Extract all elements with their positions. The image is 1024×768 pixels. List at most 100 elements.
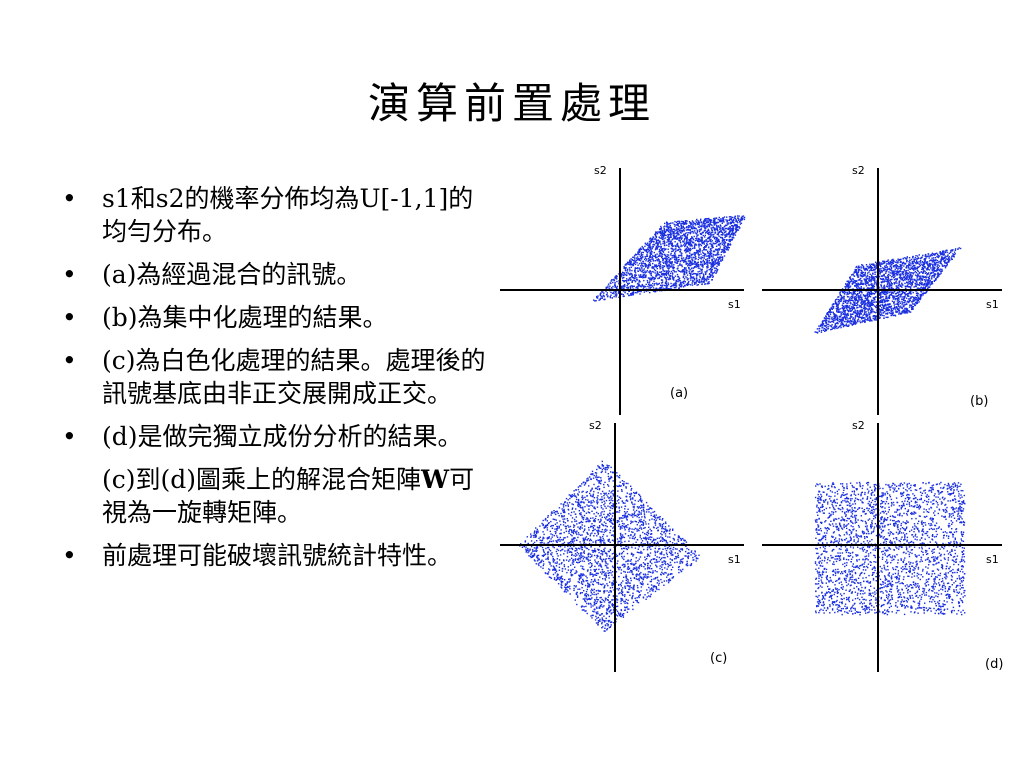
- data-point: [875, 311, 877, 314]
- data-point: [728, 219, 731, 221]
- data-point: [904, 279, 906, 281]
- data-point: [925, 276, 927, 278]
- data-point: [711, 234, 713, 236]
- data-point: [722, 221, 724, 223]
- data-point: [642, 265, 644, 267]
- data-point: [678, 226, 680, 228]
- data-point: [710, 267, 712, 270]
- data-point: [723, 232, 726, 234]
- data-point: [878, 276, 880, 278]
- data-point: [939, 273, 941, 276]
- data-point: [716, 269, 718, 271]
- data-point: [677, 228, 680, 230]
- data-point: [725, 235, 727, 238]
- data-point: [939, 251, 941, 253]
- data-point: [907, 267, 910, 269]
- data-point: [908, 282, 911, 285]
- data-point: [697, 234, 699, 236]
- data-point: [701, 224, 703, 226]
- data-point: [644, 264, 646, 266]
- data-point: [687, 250, 689, 253]
- data-point: [901, 264, 903, 266]
- data-point: [629, 286, 632, 289]
- data-point: [657, 255, 660, 258]
- data-point: [707, 255, 709, 257]
- data-point: [853, 271, 856, 273]
- data-point: [660, 286, 662, 289]
- data-point: [856, 302, 858, 305]
- data-point: [641, 245, 643, 248]
- data-point: [654, 254, 657, 256]
- data-point: [873, 315, 875, 317]
- data-point: [880, 286, 883, 288]
- data-point: [651, 258, 653, 260]
- data-point: [854, 295, 856, 298]
- data-point: [871, 299, 873, 301]
- data-point: [661, 282, 663, 284]
- data-point: [898, 310, 900, 312]
- data-point: [846, 300, 849, 302]
- data-point: [836, 311, 838, 313]
- data-point: [840, 297, 842, 299]
- data-point: [658, 282, 661, 285]
- data-point: [714, 232, 716, 234]
- data-point: [664, 257, 666, 260]
- data-point: [918, 287, 920, 290]
- data-point: [647, 277, 650, 279]
- data-point: [653, 284, 655, 286]
- data-point: [668, 261, 670, 263]
- data-point: [673, 233, 675, 235]
- data-point: [881, 304, 883, 306]
- data-point: [690, 222, 692, 224]
- data-point: [694, 224, 697, 226]
- data-point: [860, 280, 863, 282]
- data-point: [739, 221, 741, 223]
- data-point: [659, 232, 661, 234]
- data-point: [647, 266, 649, 269]
- data-point: [898, 274, 901, 276]
- data-point: [712, 261, 715, 263]
- data-point: [902, 279, 904, 282]
- data-point: [938, 275, 940, 277]
- data-point: [865, 279, 867, 281]
- data-point: [680, 245, 682, 248]
- data-point: [672, 250, 674, 252]
- data-point: [852, 306, 855, 309]
- data-point: [722, 238, 724, 240]
- data-point: [906, 265, 908, 267]
- data-point: [723, 250, 726, 252]
- data-point: [660, 243, 662, 245]
- data-point: [707, 224, 710, 226]
- data-point: [840, 325, 842, 327]
- data-point: [719, 242, 721, 245]
- data-point: [703, 277, 706, 279]
- data-point: [825, 329, 827, 331]
- data-point: [925, 292, 927, 294]
- data-point: [872, 287, 874, 289]
- data-point: [706, 271, 708, 273]
- data-point: [626, 278, 628, 280]
- data-point: [714, 227, 716, 229]
- data-point: [684, 267, 686, 270]
- data-point: [927, 253, 929, 255]
- data-point: [866, 292, 869, 294]
- data-point: [885, 300, 888, 302]
- data-point: [934, 257, 937, 259]
- data-point: [923, 269, 925, 272]
- data-point: [892, 271, 894, 274]
- data-point: [647, 247, 649, 249]
- data-point: [672, 222, 674, 224]
- data-point: [837, 311, 840, 313]
- data-point: [896, 278, 898, 281]
- data-point: [894, 297, 897, 300]
- data-point: [884, 311, 886, 313]
- bullet-dot: •: [62, 184, 77, 213]
- data-point: [884, 300, 886, 303]
- data-point: [936, 267, 939, 270]
- data-point: [884, 299, 886, 301]
- data-point: [710, 252, 713, 254]
- data-point: [675, 258, 677, 260]
- data-point: [640, 257, 642, 260]
- data-point: [900, 265, 902, 267]
- data-point: [705, 244, 707, 247]
